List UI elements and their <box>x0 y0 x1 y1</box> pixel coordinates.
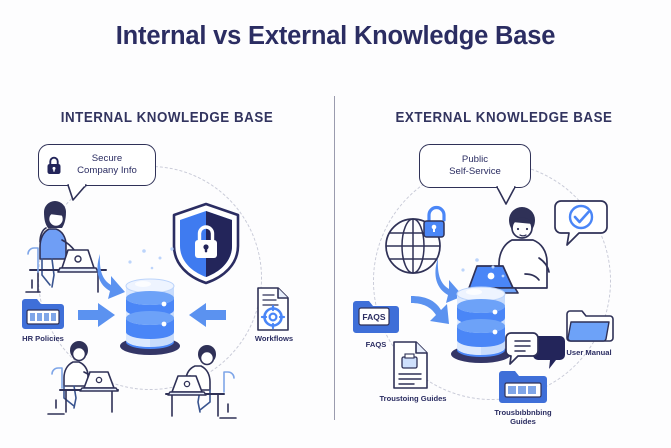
label-faqs: FAQS <box>365 340 387 349</box>
faqs-folder-badge-text: FAQS <box>362 312 385 322</box>
panel-divider <box>334 96 336 420</box>
panel-internal-stage: Secure Company Info <box>0 144 334 420</box>
chat-bubbles-icon <box>505 332 567 376</box>
person-at-desk-icon <box>160 344 248 422</box>
arrow-down-icon <box>95 252 129 300</box>
arrow-right-icon <box>409 294 451 330</box>
sparkle-decoration-icon <box>453 254 511 282</box>
lock-icon <box>46 156 62 175</box>
panel-external-stage: Public Self-Service <box>337 144 671 426</box>
label-user-manual: User Manual <box>566 348 612 357</box>
person-at-desk-icon <box>40 340 124 418</box>
callout-line-2: Company Info <box>77 165 137 176</box>
folder-user-manual-icon <box>565 306 614 344</box>
arrow-right-icon <box>78 302 116 330</box>
callout-tail-icon <box>495 185 517 205</box>
panel-internal-heading: INTERNAL KNOWLEDGE BASE <box>60 110 274 126</box>
database-icon <box>447 270 515 366</box>
callout-line-1: Secure <box>91 153 123 164</box>
callout-secure-company-info: Secure Company Info <box>38 144 156 186</box>
page-title: Internal vs External Knowledge Base <box>115 22 556 50</box>
callout-line-1: Public <box>461 154 489 165</box>
folder-faqs-icon: FAQS <box>351 296 401 336</box>
arrow-down-icon <box>433 256 467 304</box>
folder-files-icon <box>20 294 66 332</box>
panel-external-heading: EXTERNAL KNOWLEDGE BASE <box>395 110 613 126</box>
shield-lock-icon <box>170 202 242 286</box>
label-hr-policies: HR Policies <box>22 334 64 343</box>
database-icon <box>116 262 184 358</box>
person-at-laptop-icon <box>465 196 575 294</box>
panel-internal: INTERNAL KNOWLEDGE BASE Secure Company I… <box>0 110 334 420</box>
label-line-2: Guides <box>510 417 536 426</box>
sparkle-decoration-icon <box>122 244 180 274</box>
check-bubble-icon <box>553 196 609 248</box>
label-troubleshooting-guides: Troustoing Guides <box>379 394 447 403</box>
arrow-left-icon <box>188 302 226 330</box>
label-workflows: Workflows <box>254 334 294 343</box>
label-troubleshooting-guides-2: Trousbıbbnbing Guides <box>477 408 569 426</box>
document-printer-icon <box>391 340 431 390</box>
label-line-1: Trousbıbbnbing <box>494 408 552 417</box>
callout-line-2: Self-Service <box>449 166 501 177</box>
document-gear-icon <box>254 286 292 332</box>
panel-external: EXTERNAL KNOWLEDGE BASE Public Self-Serv… <box>337 110 671 426</box>
folder-plain-icon <box>497 366 549 406</box>
callout-public-self-service: Public Self-Service <box>419 144 531 188</box>
globe-unlocked-icon <box>381 202 461 278</box>
callout-tail-icon <box>66 183 88 201</box>
